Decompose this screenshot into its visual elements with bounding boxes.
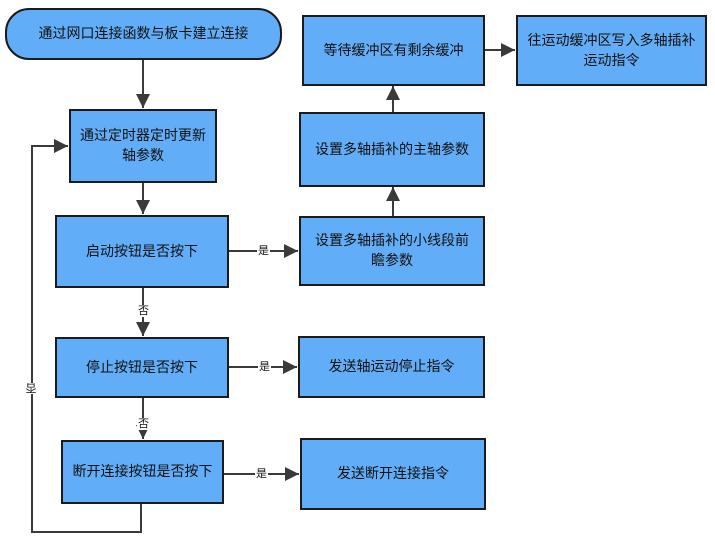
label-disconnect-yes: 是	[255, 467, 268, 480]
node-stop-pressed: 停止按钮是否按下	[55, 337, 229, 398]
node-send-disconnect: 发送断开连接指令	[300, 438, 486, 510]
node-set-segment-lookahead: 设置多轴插补的小线段前瞻参数	[299, 216, 485, 286]
node-wait-buffer: 等待缓冲区有剩余缓冲	[302, 15, 485, 86]
edge-loop-back-no	[31, 139, 142, 533]
label-start-no: 否	[137, 304, 150, 317]
node-start-connect: 通过网口连接函数与板卡建立连接	[5, 8, 282, 60]
node-disconnect-pressed: 断开连接按钮是否按下	[61, 440, 224, 504]
node-set-main-axis: 设置多轴插补的主轴参数	[299, 112, 485, 187]
node-start-pressed: 启动按钮是否按下	[55, 215, 229, 288]
label-loop-no: 否	[25, 383, 39, 394]
node-send-stop: 发送轴运动停止指令	[298, 336, 485, 398]
node-timer-update: 通过定时器定时更新轴参数	[69, 109, 217, 183]
label-start-yes: 是	[257, 244, 270, 257]
label-stop-no: 否	[137, 417, 150, 430]
node-write-buffer: 往运动缓冲区写入多轴插补运动指令	[516, 15, 707, 86]
label-stop-yes: 是	[258, 360, 271, 373]
